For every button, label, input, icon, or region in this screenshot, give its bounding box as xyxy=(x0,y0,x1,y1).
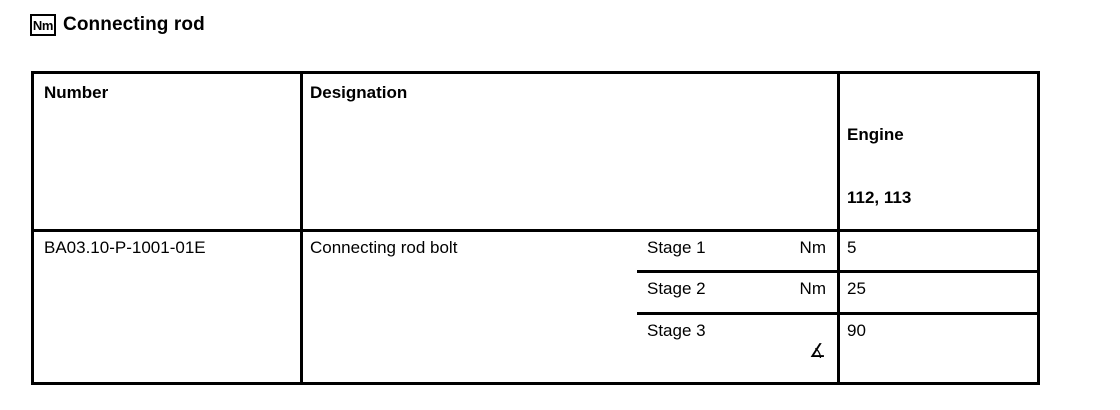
nm-torque-icon: Nm xyxy=(30,14,56,36)
column-divider-unit-engine xyxy=(837,74,840,382)
page-title: Nm Connecting rod xyxy=(30,14,205,36)
header-row-divider xyxy=(34,229,1037,232)
cell-designation-value: Connecting rod bolt xyxy=(310,238,458,257)
column-header-engine-line1: Engine xyxy=(847,125,904,144)
column-divider-number-designation xyxy=(300,74,303,382)
column-header-number: Number xyxy=(44,83,109,102)
cell-stage-unit-2: Nm xyxy=(799,279,826,298)
angle-degree-icon: ∡ xyxy=(808,340,826,362)
torque-specification-table: Number Designation Engine 112, 113 BA03.… xyxy=(31,71,1040,385)
cell-stage-value-2: 25 xyxy=(847,279,866,298)
cell-stage-value-3: 90 xyxy=(847,321,866,340)
column-header-engine-line2: 112, 113 xyxy=(847,188,912,207)
stage-row-divider-2 xyxy=(637,312,1037,315)
cell-number-value: BA03.10-P-1001-01E xyxy=(44,238,206,257)
stage-row-divider-1 xyxy=(637,270,1037,273)
column-header-engine: Engine 112, 113 xyxy=(847,82,911,250)
cell-stage-label-1: Stage 1 xyxy=(647,238,706,257)
cell-stage-unit-1: Nm xyxy=(799,238,826,257)
page-title-text: Connecting rod xyxy=(63,14,205,35)
cell-stage-value-1: 5 xyxy=(847,238,857,257)
column-header-designation: Designation xyxy=(310,83,408,102)
cell-stage-label-3: Stage 3 xyxy=(647,321,706,340)
cell-stage-label-2: Stage 2 xyxy=(647,279,706,298)
cell-stage-unit-3: ∡ xyxy=(734,320,826,383)
